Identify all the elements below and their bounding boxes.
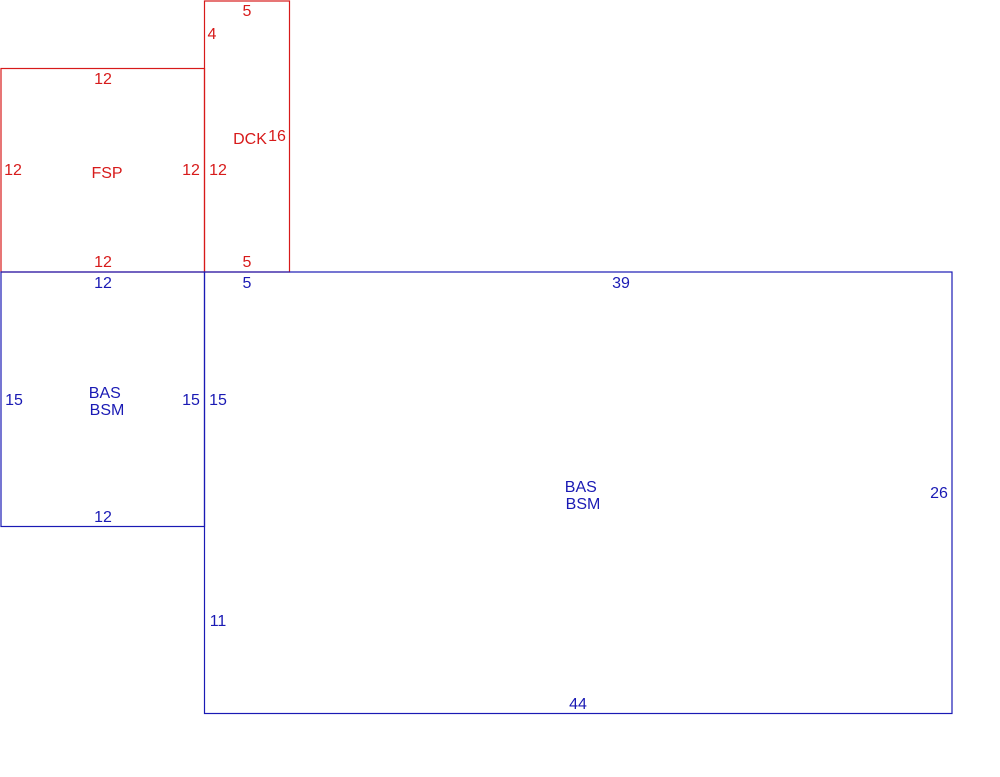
dck-left-lower-dimension: 12	[209, 162, 227, 179]
dck-area-label: DCK	[233, 131, 267, 148]
bas-main-top-dimension: 39	[612, 275, 630, 292]
fsp-top-dimension: 12	[94, 71, 112, 88]
dck-bottom-dimension: 5	[243, 254, 252, 271]
fsp-left-dimension: 12	[4, 162, 22, 179]
dck-left-upper-dimension: 4	[208, 26, 217, 43]
bas-small-area-line-1: BAS	[89, 385, 121, 402]
bas-main-area-line-1: BAS	[565, 479, 597, 496]
fsp-area-label: FSP	[91, 165, 122, 182]
bas-main-area-label: BAS BSM	[565, 479, 601, 513]
dck-right-dimension: 16	[268, 128, 286, 145]
dck-top-dimension: 5	[243, 3, 252, 20]
bas-main-area-line-2: BSM	[566, 496, 601, 513]
fsp-area-line: FSP	[91, 165, 122, 182]
bas-small-left-dimension: 15	[5, 392, 23, 409]
bas-small-area-line-2: BSM	[90, 402, 125, 419]
bas-main-right-dimension: 26	[930, 485, 948, 502]
fsp-bottom-dimension: 12	[94, 254, 112, 271]
dck-area-line: DCK	[233, 131, 267, 148]
bas-main-bottom-dimension: 44	[569, 696, 587, 713]
bas-main-left-lower-dimension: 11	[210, 613, 227, 630]
fsp-right-dimension: 12	[182, 162, 200, 179]
bas-main-left-upper-dimension: 15	[209, 392, 227, 409]
bas-small-right-dimension: 15	[182, 392, 200, 409]
bas-small-bottom-dimension: 12	[94, 509, 112, 526]
bas-main-outline	[203, 271, 953, 715]
bas-main-top-left-dimension: 5	[243, 275, 252, 292]
bas-small-area-label: BAS BSM	[89, 385, 125, 419]
bas-small-top-dimension: 12	[94, 275, 112, 292]
